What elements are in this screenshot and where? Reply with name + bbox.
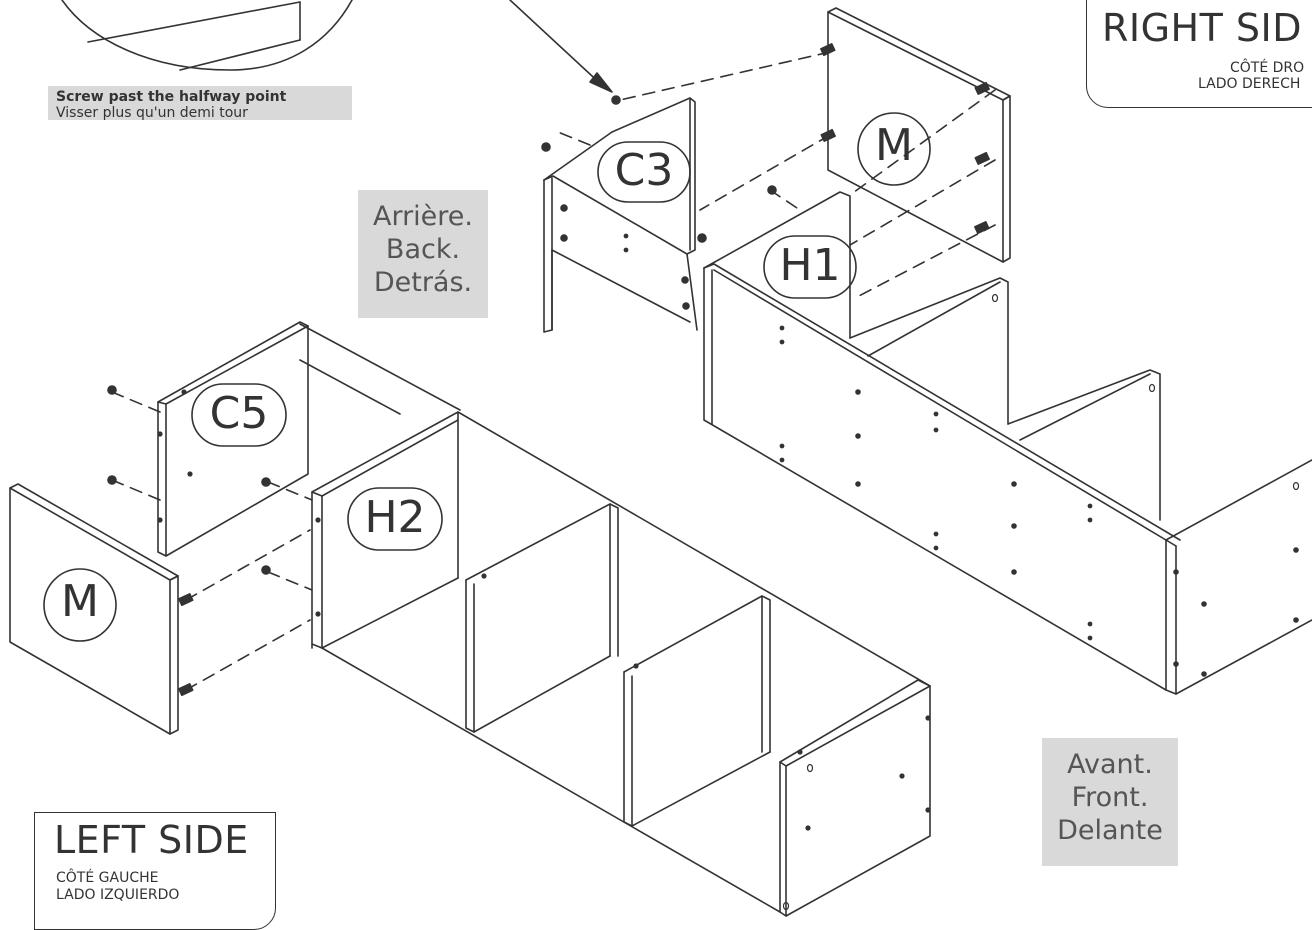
right-side-box	[1086, 0, 1312, 108]
left-side-fr: CÔTÉ GAUCHE	[56, 870, 159, 886]
part-label-outlines	[43, 112, 931, 642]
c5-panel	[157, 321, 461, 557]
m-panel-left	[9, 483, 179, 735]
part-label-h1: H1	[779, 240, 841, 291]
front-label-en: Front.	[1071, 782, 1149, 813]
c3-panel	[543, 97, 698, 333]
part-label-m-left: M	[61, 576, 99, 627]
screw-note-line2: Visser plus qu'un demi tour	[56, 105, 248, 121]
m-panel-right	[827, 7, 1011, 263]
pointer-arrow	[509, 0, 613, 93]
part-label-m-right: M	[875, 120, 913, 171]
back-label: Arrière. Back. Detrás.	[358, 190, 488, 318]
h1-frame	[703, 191, 1312, 695]
screw-note: Screw past the halfway point Visser plus…	[48, 86, 352, 121]
alignment-lines-right	[552, 51, 996, 299]
right-side-title: RIGHT SID	[1102, 6, 1303, 50]
back-label-en: Back.	[385, 234, 461, 265]
alignment-lines-left	[111, 391, 313, 691]
left-assembly	[9, 321, 931, 917]
back-label-es: Detrás.	[373, 267, 473, 298]
part-label-c3: C3	[614, 145, 674, 196]
front-label: Avant. Front. Delante	[1042, 738, 1178, 866]
right-assembly	[541, 7, 1312, 695]
back-label-fr: Arrière.	[372, 201, 473, 232]
part-label-h2: H2	[364, 492, 426, 543]
front-label-es: Delante	[1057, 815, 1163, 846]
left-side-title: LEFT SIDE	[54, 818, 249, 862]
fasteners-right	[541, 43, 1299, 677]
left-side-box	[34, 812, 276, 930]
detail-magnifier	[61, 0, 353, 71]
fasteners-left	[107, 385, 931, 831]
right-side-es: LADO DERECH	[1198, 76, 1301, 92]
part-label-c5: C5	[209, 388, 269, 439]
right-side-fr: CÔTÉ DRO	[1230, 60, 1305, 76]
left-side-es: LADO IZQUIERDO	[56, 887, 180, 903]
front-label-fr: Avant.	[1067, 749, 1153, 780]
screw-note-line1: Screw past the halfway point	[56, 89, 287, 105]
h2-frame	[311, 411, 931, 917]
